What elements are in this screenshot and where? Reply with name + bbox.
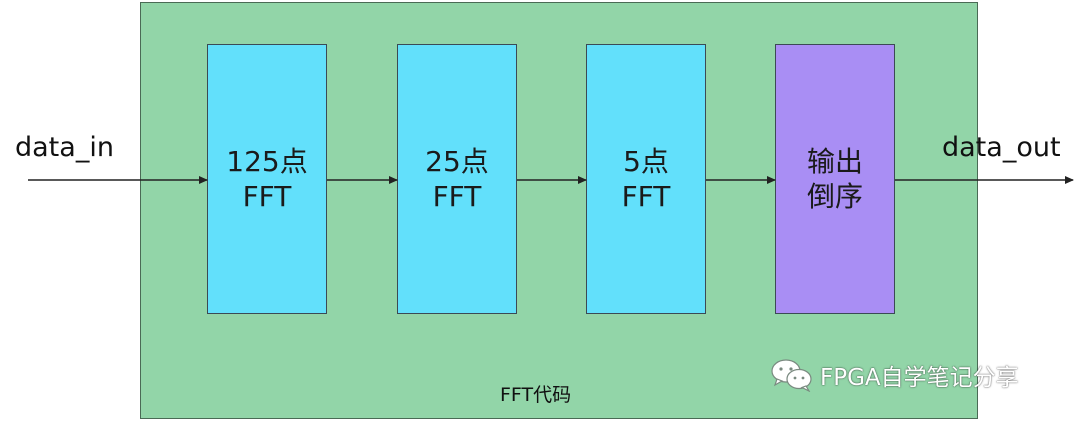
- fft-5-point-block: 5点 FFT: [586, 44, 706, 314]
- data-out-label: data_out: [942, 132, 1061, 163]
- block-label-line1: 125点: [226, 145, 308, 178]
- block-label-line1: 5点: [623, 145, 669, 178]
- block-label-line1: 输出: [806, 145, 863, 178]
- wechat-icon: [771, 359, 812, 392]
- watermark: FPGA自学笔记分享: [770, 358, 1019, 392]
- fft-125-point-block: 125点 FFT: [207, 44, 327, 314]
- watermark-text: FPGA自学笔记分享: [820, 365, 1019, 391]
- data-in-label: data_in: [15, 132, 114, 163]
- block-label-line2: 倒序: [806, 180, 863, 213]
- block-label-line2: FFT: [242, 180, 292, 213]
- block-label-line1: 25点: [425, 145, 489, 178]
- fft-25-point-block: 25点 FFT: [397, 44, 517, 314]
- container-label: FFT代码: [500, 384, 572, 406]
- block-label-line2: FFT: [432, 180, 482, 213]
- block-label-line2: FFT: [621, 180, 671, 213]
- output-reorder-block: 输出 倒序: [775, 44, 895, 314]
